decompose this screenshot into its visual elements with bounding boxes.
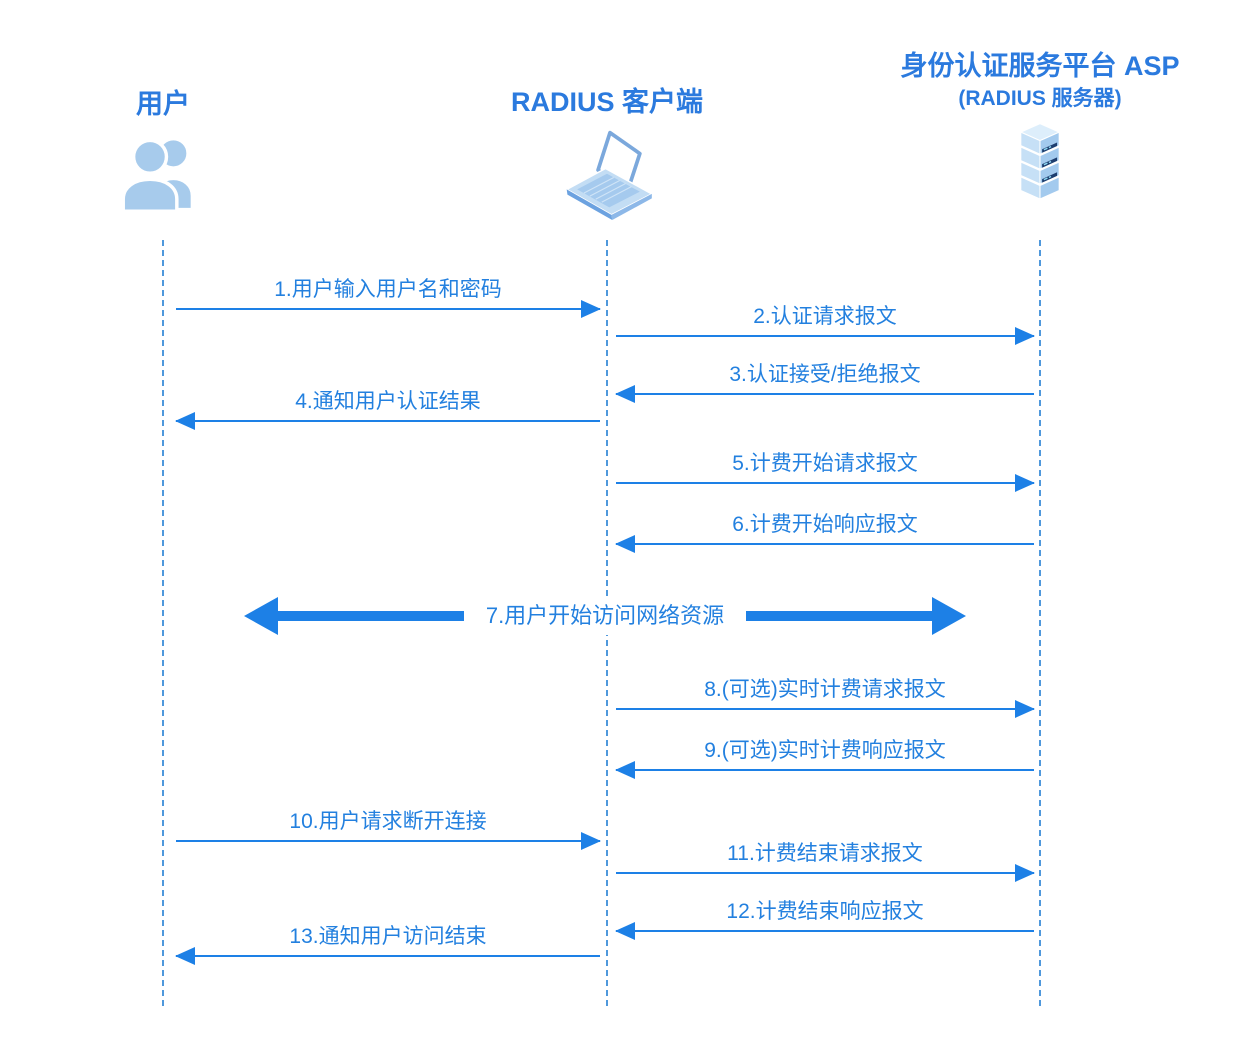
message-3-arrow — [615, 385, 1034, 403]
message-1: 1.用户输入用户名和密码 — [176, 276, 601, 318]
actor-asp-server-title: 身份认证服务平台 ASP — [900, 51, 1180, 81]
actor-radius-client-title: RADIUS 客户端 — [510, 87, 703, 117]
message-10-arrow — [176, 832, 601, 850]
message-1-label: 1.用户输入用户名和密码 — [176, 276, 600, 304]
message-7-shaft-left — [278, 611, 464, 621]
message-7-label: 7.用户开始访问网络资源 — [463, 597, 747, 635]
message-9-arrow — [615, 761, 1034, 779]
message-2: 2.认证请求报文 — [616, 303, 1035, 345]
arrowhead-right-icon — [1015, 327, 1035, 345]
arrowhead-right-icon — [581, 300, 601, 318]
message-5-arrow — [616, 474, 1035, 492]
message-5-label: 5.计费开始请求报文 — [616, 450, 1034, 478]
message-11: 11.计费结束请求报文 — [616, 840, 1035, 882]
arrowhead-left-icon — [175, 947, 195, 965]
message-7: 7.用户开始访问网络资源 — [244, 597, 967, 635]
arrowhead-right-icon — [1015, 864, 1035, 882]
message-4-arrow — [175, 412, 600, 430]
actor-user-title: 用户 — [136, 89, 190, 119]
arrowhead-left-icon — [615, 761, 635, 779]
message-8: 8.(可选)实时计费请求报文 — [616, 676, 1035, 718]
message-7-shaft-right — [746, 611, 933, 621]
message-6: 6.计费开始响应报文 — [615, 511, 1034, 553]
message-11-arrow — [616, 864, 1035, 882]
actor-radius-client: RADIUS 客户端 — [457, 86, 757, 221]
message-12-label: 12.计费结束响应报文 — [616, 898, 1034, 926]
arrowhead-left-icon — [615, 535, 635, 553]
message-6-arrow — [615, 535, 1034, 553]
message-2-arrow — [616, 327, 1035, 345]
message-3-label: 3.认证接受/拒绝报文 — [616, 361, 1034, 389]
arrowhead-right-icon — [932, 597, 967, 635]
laptop-icon — [565, 130, 654, 221]
message-5: 5.计费开始请求报文 — [616, 450, 1035, 492]
message-6-label: 6.计费开始响应报文 — [616, 511, 1034, 539]
message-12: 12.计费结束响应报文 — [615, 898, 1034, 940]
message-9: 9.(可选)实时计费响应报文 — [615, 737, 1034, 779]
arrowhead-left-icon — [244, 597, 278, 635]
actor-user: 用户 — [63, 88, 263, 213]
users-icon — [121, 136, 195, 213]
message-9-label: 9.(可选)实时计费响应报文 — [616, 737, 1034, 765]
message-4-label: 4.通知用户认证结果 — [176, 388, 600, 416]
message-1-arrow — [176, 300, 601, 318]
actor-asp-server: 身份认证服务平台 ASP (RADIUS 服务器) — [860, 50, 1220, 202]
server-icon — [1019, 123, 1061, 200]
actor-asp-server-subtitle: (RADIUS 服务器) — [958, 87, 1122, 110]
message-3: 3.认证接受/拒绝报文 — [615, 361, 1034, 403]
message-10: 10.用户请求断开连接 — [176, 808, 601, 850]
arrowhead-right-icon — [581, 832, 601, 850]
message-13-arrow — [175, 947, 600, 965]
message-8-arrow — [616, 700, 1035, 718]
arrowhead-right-icon — [1015, 474, 1035, 492]
message-13: 13.通知用户访问结束 — [175, 923, 600, 965]
lifeline-user — [162, 240, 164, 1006]
arrowhead-left-icon — [615, 922, 635, 940]
message-4: 4.通知用户认证结果 — [175, 388, 600, 430]
message-11-label: 11.计费结束请求报文 — [616, 840, 1034, 868]
arrowhead-left-icon — [175, 412, 195, 430]
message-10-label: 10.用户请求断开连接 — [176, 808, 600, 836]
arrowhead-left-icon — [615, 385, 635, 403]
lifeline-asp-server — [1039, 240, 1041, 1006]
arrowhead-right-icon — [1015, 700, 1035, 718]
message-12-arrow — [615, 922, 1034, 940]
message-2-label: 2.认证请求报文 — [616, 303, 1034, 331]
message-13-label: 13.通知用户访问结束 — [176, 923, 600, 951]
message-8-label: 8.(可选)实时计费请求报文 — [616, 676, 1034, 704]
